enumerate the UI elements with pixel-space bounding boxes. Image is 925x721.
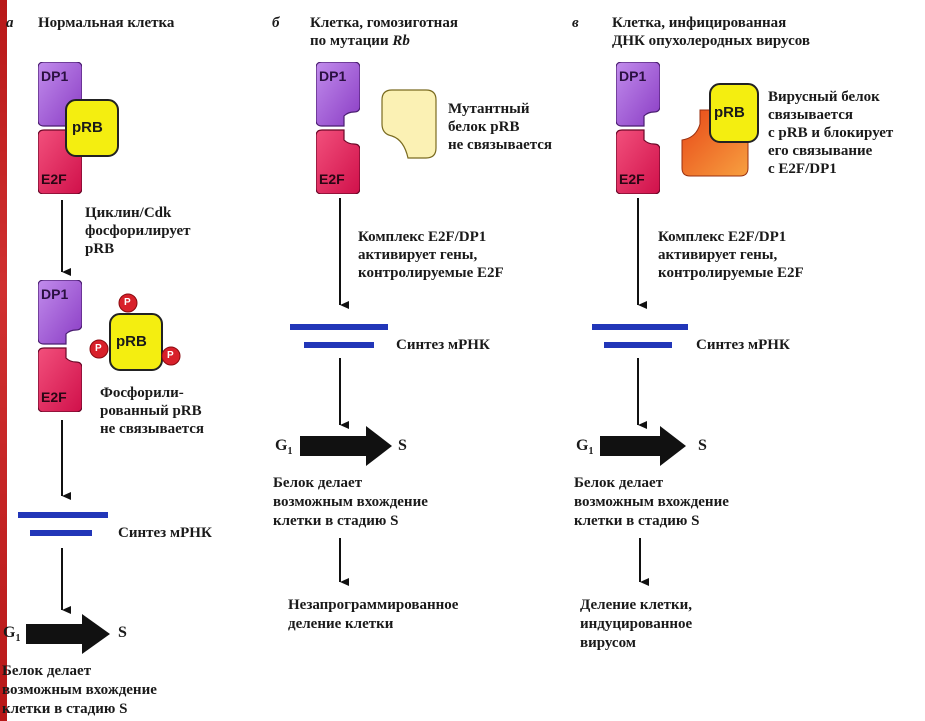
- panel-a-letter: а: [6, 15, 14, 31]
- panel-a-result-3: клетки в стадию S: [2, 701, 128, 717]
- panel-b-complex-note-1: Комплекс E2F/DP1: [358, 229, 487, 245]
- panel-c-viral-note-3: с pRB и блокирует: [768, 125, 894, 141]
- panel-c-g1-s-arrow: [600, 426, 686, 466]
- panel-c-letter: в: [572, 15, 579, 31]
- panel-a-phospho-step-1: Циклин/Cdk: [85, 205, 172, 221]
- panel-a-mrna-bar-top: [18, 512, 108, 518]
- panel-c-outcome-3: вирусом: [580, 635, 637, 651]
- panel-c-prb-label: pRB: [714, 104, 745, 121]
- phosphate-label: P: [124, 297, 131, 308]
- panel-a-e2f-label: E2F: [41, 171, 67, 187]
- panel-b-outcome-2: деление клетки: [288, 616, 394, 632]
- panel-c-complex-note-2: активирует гены,: [658, 247, 778, 263]
- panel-b-g1-label: G1: [275, 437, 293, 458]
- panel-c-s-label: S: [698, 437, 707, 454]
- phosphate-icon: [89, 339, 109, 359]
- panel-b-mrna-label: Синтез мРНК: [396, 337, 490, 353]
- panel-c-title-line-1: Клетка, инфицированная: [612, 15, 787, 31]
- panel-c-result-3: клетки в стадию S: [574, 513, 700, 529]
- panel-c-viral-note-4: его связывание: [768, 143, 873, 159]
- panel-b-title-line-2: по мутации Rb: [310, 33, 410, 49]
- panel-c-result-2: возможным вхождение: [574, 494, 729, 510]
- panel-a-result-1: Белок делает: [2, 663, 92, 679]
- panel-c-prb-bound: [709, 83, 759, 143]
- panel-a-mrna-bar-bottom: [30, 530, 92, 536]
- panel-a-phospho-step-3: pRB: [85, 241, 115, 257]
- panel-b-mrna-bar-top: [290, 324, 388, 330]
- panel-c-viral-note-5: с E2F/DP1: [768, 161, 837, 177]
- panel-a-result-2: возможным вхождение: [2, 682, 157, 698]
- panel-b-mrna-bar-bottom: [304, 342, 374, 348]
- panel-a-prb-free: [109, 313, 163, 371]
- panel-b-dp1-label: DP1: [319, 68, 347, 84]
- panel-c-e2f-label: E2F: [619, 171, 645, 187]
- panel-c-outcome-2: индуцированное: [580, 616, 693, 632]
- panel-b-title-line-1: Клетка, гомозиготная: [310, 15, 458, 31]
- panel-b-e2f-label: E2F: [319, 171, 345, 187]
- panel-b-result-3: клетки в стадию S: [273, 513, 399, 529]
- panel-c-outcome-1: Деление клетки,: [580, 597, 693, 613]
- panel-c-g1-label: G1: [576, 437, 594, 458]
- panel-c-mrna-bar-bottom: [604, 342, 672, 348]
- panel-b-letter: б: [272, 15, 280, 31]
- phosphate-icon: [161, 346, 181, 366]
- panel-b-result-2: возможным вхождение: [273, 494, 428, 510]
- panel-b-outcome-1: Незапрограммированное: [288, 597, 459, 613]
- panel-c-title-line-2: ДНК опухолеродных вирусов: [612, 33, 810, 49]
- panel-c-viral-note-2: связывается: [768, 107, 853, 123]
- panel-a-mrna-label: Синтез мРНК: [118, 525, 212, 541]
- panel-a-title: Нормальная клетка: [38, 15, 175, 31]
- panel-b-mutant-prb: [381, 89, 437, 159]
- panel-c-result-1: Белок делает: [574, 475, 664, 491]
- panel-a-phospho-note-3: не связывается: [100, 421, 205, 437]
- panel-b-complex-note-3: контролируемые E2F: [358, 265, 504, 281]
- phosphate-label: P: [167, 350, 174, 361]
- panel-c-viral-note-1: Вирусный белок: [768, 89, 880, 105]
- panel-b-g1-s-arrow: [300, 426, 392, 466]
- panel-a-prb-label: pRB: [72, 119, 103, 136]
- panel-a-s-label: S: [118, 624, 127, 641]
- panel-b-mutant-note-2: белок pRB: [448, 119, 520, 135]
- panel-c-complex-note-1: Комплекс E2F/DP1: [658, 229, 787, 245]
- panel-a-phospho-step-2: фосфорилирует: [85, 223, 191, 239]
- phosphate-icon: [118, 293, 138, 313]
- panel-c-mrna-label: Синтез мРНК: [696, 337, 790, 353]
- panel-b-result-1: Белок делает: [273, 475, 363, 491]
- phosphate-label: P: [95, 343, 102, 354]
- panel-b-mutant-note-3: не связывается: [448, 137, 553, 153]
- panel-a-g1-s-arrow: [26, 614, 110, 654]
- panel-a-phospho-note-2: рованный pRB: [100, 403, 202, 419]
- panel-b-s-label: S: [398, 437, 407, 454]
- panel-a-phospho-note-1: Фосфорили-: [100, 385, 184, 401]
- panel-c-mrna-bar-top: [592, 324, 688, 330]
- panel-a-e2f-label-2: E2F: [41, 389, 67, 405]
- panel-a-prb-label-2: pRB: [116, 333, 147, 350]
- panel-c-complex-note-3: контролируемые E2F: [658, 265, 804, 281]
- left-edge-strip: [0, 0, 7, 721]
- panel-a-g1-label: G1: [3, 624, 21, 645]
- panel-a-prb-bound: [65, 99, 119, 157]
- panel-a-dp1-label: DP1: [41, 68, 69, 84]
- panel-b-complex-note-2: активирует гены,: [358, 247, 478, 263]
- panel-b-mutant-note-1: Мутантный: [448, 101, 530, 117]
- panel-c-dp1-label: DP1: [619, 68, 647, 84]
- panel-a-dp1-label-2: DP1: [41, 286, 69, 302]
